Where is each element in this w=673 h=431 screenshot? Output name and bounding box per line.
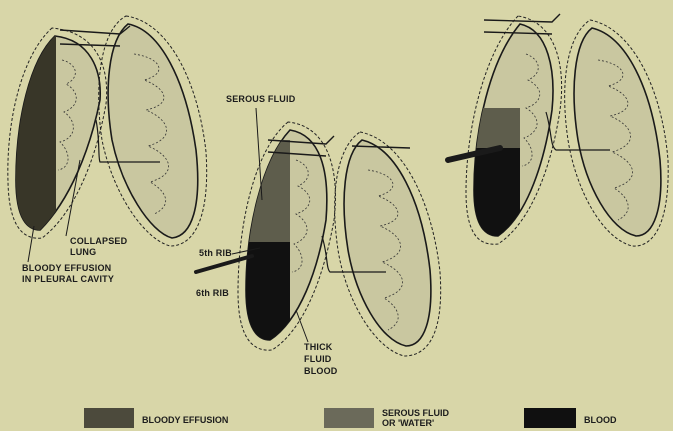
label-thick-fluid-2: FLUID (304, 354, 332, 364)
leader-serous (256, 108, 262, 200)
blood-fill (470, 148, 520, 244)
bloody-effusion-fill (10, 30, 56, 240)
needle (196, 256, 252, 272)
legend-label-serous-fluid-1: SEROUS FLUID (382, 409, 449, 418)
label-collapsed-lung-2: LUNG (70, 247, 96, 257)
thorax-right (448, 14, 668, 246)
lung-right (574, 28, 661, 236)
legend-swatch-blood (524, 408, 576, 428)
legend-label-bloody-effusion: BLOODY EFFUSION (142, 416, 228, 425)
label-collapsed-lung-1: COLLAPSED (70, 236, 127, 246)
label-thick-fluid-3: BLOOD (304, 366, 338, 376)
thorax-middle (196, 108, 441, 356)
label-5th-rib: 5th RIB (199, 248, 232, 258)
legend-swatch-bloody-effusion (84, 408, 134, 428)
leader-effusion (28, 226, 34, 262)
label-bloody-effusion-2: IN PLEURAL CAVITY (22, 274, 114, 284)
serous-fluid-fill (240, 140, 290, 242)
serous-fluid-fill (470, 108, 520, 148)
label-serous-fluid: SEROUS FLUID (226, 94, 295, 104)
label-6th-rib: 6th RIB (196, 288, 229, 298)
label-bloody-effusion-1: BLOODY EFFUSION (22, 263, 111, 273)
lung-right (108, 24, 198, 238)
thorax-left (8, 16, 207, 262)
lung-right (344, 140, 431, 346)
leader-thick (296, 310, 308, 342)
legend-label-blood: BLOOD (584, 416, 617, 425)
label-thick-fluid-1: THICK (304, 342, 333, 352)
legend-label-serous-fluid-2: OR 'WATER' (382, 419, 434, 428)
legend-swatch-serous-fluid (324, 408, 374, 428)
